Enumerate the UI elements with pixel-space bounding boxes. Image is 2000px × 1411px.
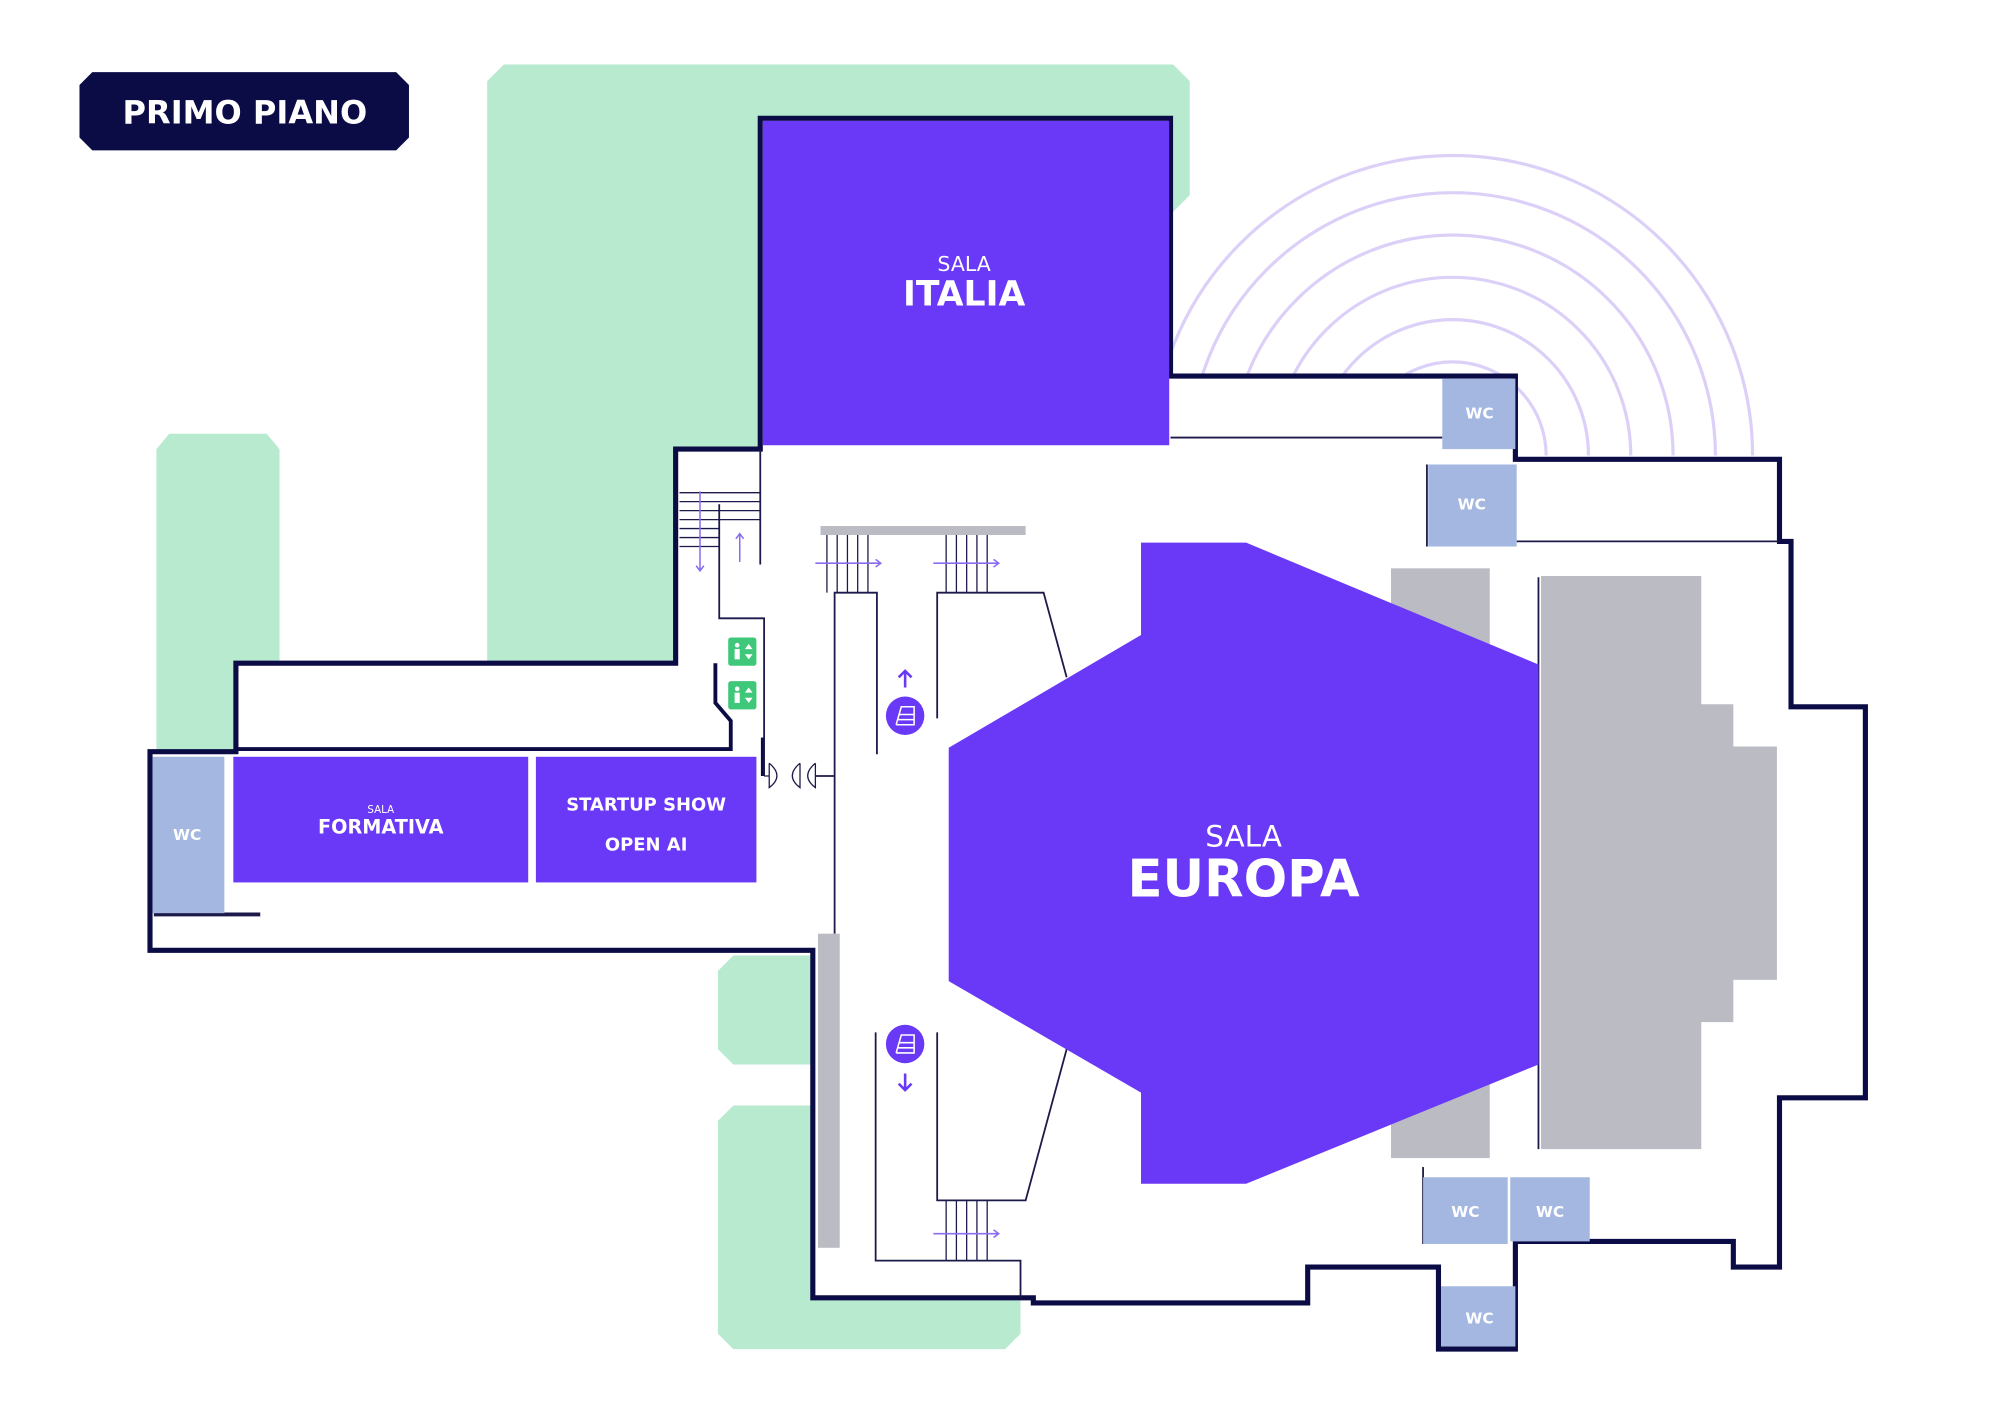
room-sala-europa[interactable]: SALA EUROPA bbox=[948, 542, 1539, 1184]
stairs-down-icon bbox=[885, 1024, 925, 1092]
wc-1[interactable]: WC bbox=[1442, 378, 1516, 450]
wc-2[interactable]: WC bbox=[1428, 464, 1517, 547]
room-name: FORMATIVA bbox=[318, 816, 444, 839]
wc-label: WC bbox=[1458, 495, 1486, 513]
room-name: EUROPA bbox=[1127, 850, 1360, 910]
green-areas bbox=[156, 64, 1190, 1350]
revolving-doors bbox=[764, 762, 817, 789]
room-line2: OPEN AI bbox=[605, 834, 687, 855]
room-line1: STARTUP SHOW bbox=[566, 795, 726, 816]
stage-areas bbox=[817, 568, 1777, 1248]
wc-label: WC bbox=[1536, 1203, 1564, 1221]
wc-label: WC bbox=[1465, 1309, 1493, 1327]
wc-label: WC bbox=[1451, 1203, 1479, 1221]
wc-label: WC bbox=[1465, 404, 1493, 422]
room-name: ITALIA bbox=[903, 275, 1026, 315]
elevator-icon bbox=[728, 681, 757, 710]
stairs-up-icon bbox=[885, 669, 925, 735]
elevator-icon bbox=[728, 637, 757, 666]
room-sala-formativa[interactable]: SALA FORMATIVA bbox=[233, 756, 529, 883]
room-prefix: SALA bbox=[1205, 820, 1282, 854]
wc-5[interactable]: WC bbox=[1510, 1177, 1590, 1242]
floor-title-badge: PRIMO PIANO bbox=[79, 72, 409, 151]
wc-6[interactable]: WC bbox=[1441, 1286, 1516, 1347]
room-prefix: SALA bbox=[937, 252, 990, 276]
wc-label: WC bbox=[173, 826, 201, 844]
floor-title: PRIMO PIANO bbox=[123, 93, 368, 131]
room-startup-show[interactable]: STARTUP SHOW OPEN AI bbox=[535, 756, 757, 883]
room-prefix: SALA bbox=[367, 804, 394, 816]
stairs bbox=[679, 491, 1026, 1261]
wc-4[interactable]: WC bbox=[1423, 1177, 1508, 1244]
room-sala-italia[interactable]: SALA ITALIA bbox=[762, 120, 1170, 446]
inner-walls bbox=[153, 436, 1780, 1298]
wc-3[interactable]: WC bbox=[152, 756, 225, 914]
